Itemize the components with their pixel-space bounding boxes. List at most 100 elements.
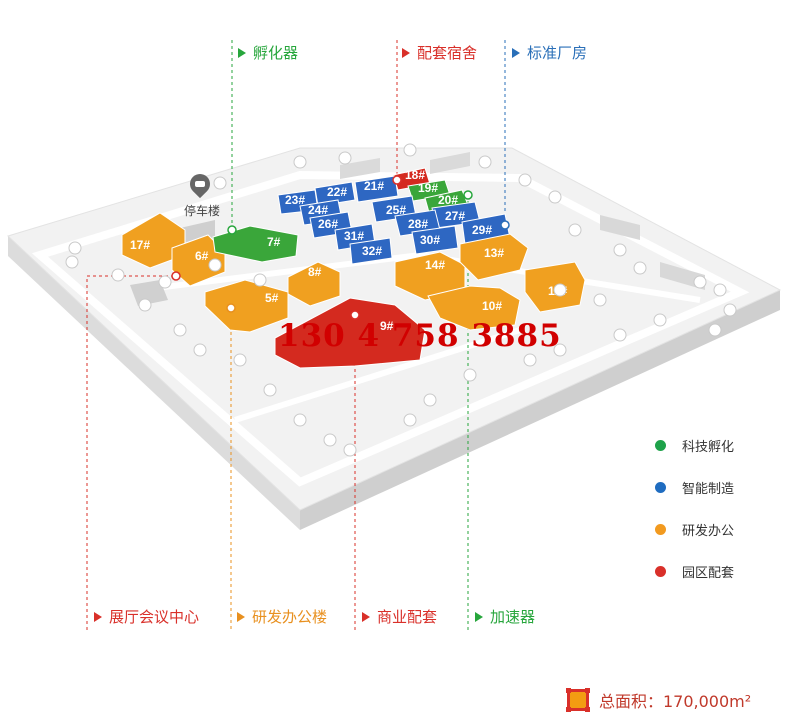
- building-10-footprint: [427, 285, 521, 331]
- road: [139, 251, 701, 303]
- marker-dot: [227, 225, 237, 235]
- tree-icon: [208, 258, 222, 272]
- tree-icon: [568, 223, 582, 237]
- car-pin-icon: [195, 181, 205, 187]
- tree-icon: [548, 190, 562, 204]
- grey-block: [430, 152, 470, 174]
- tree-icon: [253, 273, 267, 287]
- tree-icon: [653, 313, 667, 327]
- tree-icon: [173, 323, 187, 337]
- tree-icon: [708, 323, 722, 337]
- building-label: 28#: [408, 217, 428, 231]
- road: [234, 327, 521, 423]
- tree-icon: [293, 413, 307, 427]
- building-label: 10#: [482, 299, 502, 313]
- tree-icon: [633, 261, 647, 275]
- legend-item: 智能制造: [655, 466, 734, 508]
- building-label: 5#: [265, 291, 279, 305]
- marker-dot: [350, 310, 360, 320]
- legend-item: 研发办公: [655, 508, 734, 550]
- building-30-footprint: [411, 225, 459, 255]
- parking-label: 停车楼: [184, 204, 221, 218]
- label-commercial: 商业配套: [362, 606, 437, 627]
- tree-icon: [523, 353, 537, 367]
- label-exhibition-center: 展厅会议中心: [94, 606, 199, 627]
- building-label: 9#: [380, 319, 394, 333]
- legend-dot-icon: [655, 523, 666, 535]
- ground-plate-side: [8, 236, 300, 530]
- legend-item: 园区配套: [655, 550, 734, 592]
- tree-icon: [403, 413, 417, 427]
- building-label: 27#: [445, 209, 465, 223]
- tree-icon: [613, 243, 627, 257]
- tree-icon: [158, 275, 172, 289]
- building-label: 29#: [472, 223, 492, 237]
- building-label: 26#: [318, 217, 338, 231]
- tree-icon: [193, 343, 207, 357]
- marker-dot: [392, 175, 402, 185]
- tree-layer: [65, 143, 737, 457]
- tree-icon: [343, 443, 357, 457]
- building-label: 24#: [308, 203, 328, 217]
- building-label: 22#: [327, 185, 347, 199]
- triangle-icon: [362, 611, 370, 622]
- label-accelerator: 加速器: [475, 606, 535, 627]
- grey-block: [600, 215, 640, 240]
- building-label: 18#: [405, 168, 425, 182]
- tree-icon: [553, 343, 567, 357]
- building-32-footprint: [349, 237, 393, 265]
- tree-icon: [338, 151, 352, 165]
- triangle-icon: [402, 47, 410, 58]
- leader-line-exhibition: [86, 275, 176, 630]
- total-area: 总面积：170,000m²: [566, 688, 751, 712]
- building-label: 23#: [285, 193, 305, 207]
- building-label: 13#: [484, 246, 504, 260]
- triangle-icon: [237, 611, 245, 622]
- triangle-icon: [94, 611, 102, 622]
- tree-icon: [723, 303, 737, 317]
- tree-icon: [403, 143, 417, 157]
- building-label: 19#: [418, 181, 438, 195]
- tree-icon: [553, 283, 567, 297]
- building-layer: 17#6#7#8#5#9#18#19#20#21#22#23#24#25#26#…: [121, 167, 586, 369]
- tree-icon: [111, 268, 125, 282]
- building-9-footprint: [274, 297, 426, 369]
- tree-icon: [518, 173, 532, 187]
- building-5-footprint: [204, 279, 289, 333]
- tree-icon: [423, 393, 437, 407]
- tree-icon: [463, 368, 477, 382]
- tree-icon: [68, 241, 82, 255]
- marker-dot: [500, 220, 510, 230]
- legend: 科技孵化 智能制造 研发办公 园区配套: [655, 424, 734, 592]
- triangle-icon: [238, 47, 246, 58]
- building-label: 6#: [195, 249, 209, 263]
- triangle-icon: [475, 611, 483, 622]
- ground-plate-side-right: [300, 290, 780, 530]
- building-label: 20#: [438, 193, 458, 207]
- tree-icon: [293, 155, 307, 169]
- legend-dot-icon: [655, 481, 666, 493]
- legend-dot-icon: [655, 565, 666, 577]
- tree-icon: [693, 275, 707, 289]
- building-6-footprint: [171, 234, 226, 287]
- grey-block: [130, 280, 168, 306]
- building-label: 25#: [386, 203, 406, 217]
- building-7-footprint: [212, 225, 299, 263]
- marker-dot: [171, 271, 181, 281]
- marker-dot: [226, 303, 236, 313]
- building-label: 7#: [267, 235, 281, 249]
- building-label: 31#: [344, 229, 364, 243]
- tree-icon: [213, 176, 227, 190]
- building-label: 8#: [308, 265, 322, 279]
- tree-icon: [233, 353, 247, 367]
- label-incubator: 孵化器: [238, 42, 298, 63]
- building-label: 14#: [425, 258, 445, 272]
- tree-icon: [613, 328, 627, 342]
- tree-icon: [323, 433, 337, 447]
- building-label: 32#: [362, 244, 382, 258]
- marker-dot: [463, 190, 473, 200]
- watermark-phone: 130 4 758 3885: [278, 318, 562, 354]
- legend-item: 科技孵化: [655, 424, 734, 466]
